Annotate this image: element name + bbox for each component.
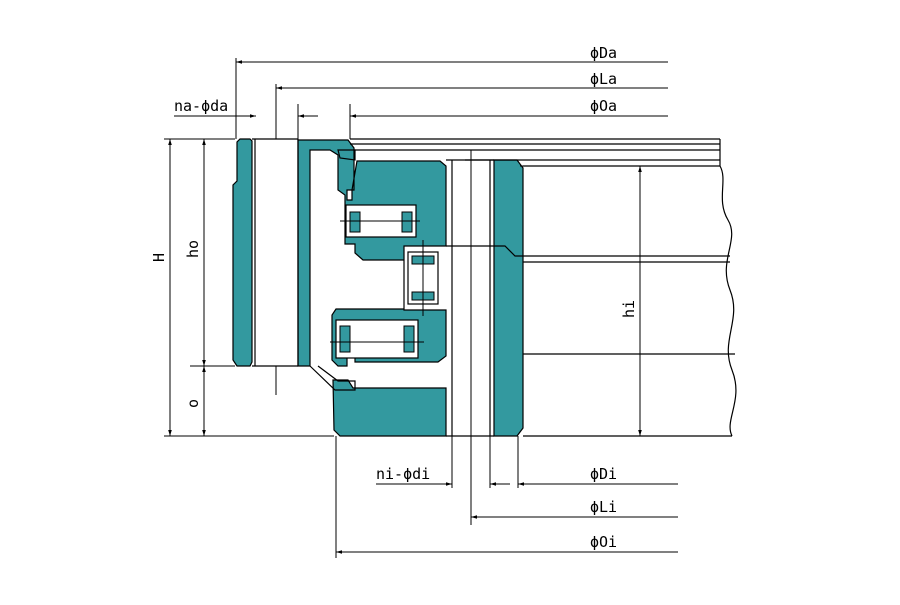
label-Da: ϕDa <box>590 44 617 62</box>
extension-lines <box>164 58 642 558</box>
label-hi: hi <box>620 300 638 318</box>
label-H: H <box>150 253 168 262</box>
dimension-lines <box>168 60 678 554</box>
inner-ring-section <box>332 159 524 437</box>
label-ho: ho <box>184 240 202 258</box>
label-ni-di: ni-ϕdi <box>376 465 430 483</box>
label-Oi: ϕOi <box>590 533 617 551</box>
upper-roller <box>340 204 420 238</box>
lower-roller <box>330 319 424 359</box>
label-Di: ϕDi <box>590 465 617 483</box>
radial-roller <box>407 240 439 316</box>
label-Oa: ϕOa <box>590 97 617 115</box>
outer-ring-section <box>232 138 253 367</box>
label-Li: ϕLi <box>590 498 617 516</box>
middle-ring-section <box>297 139 447 367</box>
label-o: o <box>184 399 202 408</box>
label-La: ϕLa <box>590 70 617 88</box>
label-na-da: na-ϕda <box>174 97 228 115</box>
